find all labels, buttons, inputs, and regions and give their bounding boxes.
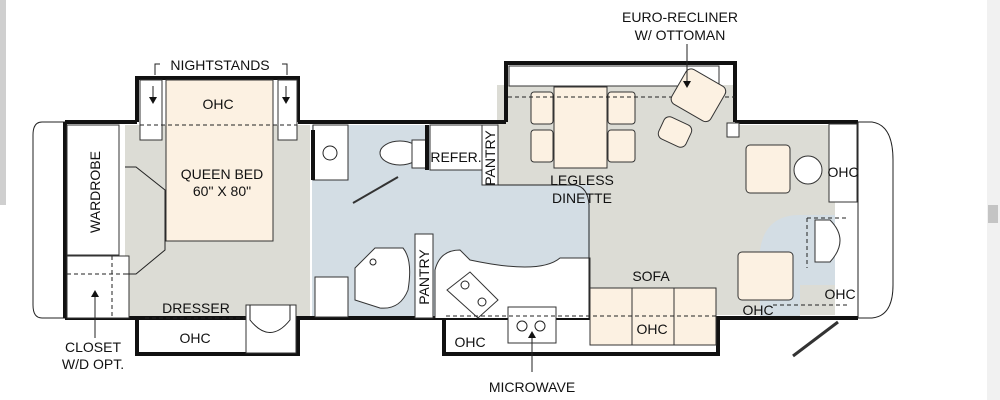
nightstand-right	[277, 79, 298, 141]
label-euro-recliner: EURO-RECLINER	[622, 9, 738, 25]
label-euro-recliner-ottoman: W/ OTTOMAN	[635, 27, 726, 43]
dinette-seat	[607, 129, 636, 163]
dash-console	[814, 219, 841, 263]
label-bed-size: 60" X 80"	[193, 183, 251, 199]
right-scrollbar[interactable]	[987, 0, 1000, 400]
label-closet: CLOSET	[65, 339, 121, 355]
pantry-top	[481, 124, 499, 186]
steering-wheel	[793, 155, 823, 185]
front-cap	[858, 121, 894, 319]
lavatory-top	[312, 124, 349, 181]
dinette-seat	[530, 129, 554, 163]
label-ohc-sofa: OHC	[636, 321, 667, 337]
label-ohc-cab-bottom: OHC	[824, 286, 855, 302]
label-ohc-bed: OHC	[202, 96, 233, 112]
shower-door	[352, 176, 399, 204]
dinette-table	[553, 86, 608, 169]
bedroom-slide	[135, 76, 300, 122]
ottoman	[657, 116, 693, 148]
label-pantry-top: PANTRY	[482, 130, 498, 186]
pantry-bottom	[414, 233, 434, 319]
closet	[66, 255, 130, 319]
label-pantry-bottom: PANTRY	[416, 249, 432, 305]
label-legless: LEGLESS	[550, 172, 614, 188]
left-scrollbar[interactable]	[0, 0, 6, 205]
dinette-seat	[607, 91, 636, 125]
kitchen-sink	[446, 271, 499, 319]
label-ohc-front-bottom: OHC	[742, 302, 773, 318]
label-queen-bed: QUEEN BED	[181, 166, 263, 182]
label-microwave: MICROWAVE	[489, 379, 575, 395]
tub	[354, 247, 411, 309]
wardrobe	[66, 124, 120, 256]
driver-seat	[745, 144, 791, 194]
queen-bed	[165, 79, 274, 242]
label-sofa: SOFA	[632, 268, 670, 284]
entry-door	[792, 320, 839, 358]
label-ohc-dresser: OHC	[179, 330, 210, 346]
label-ohc-cab-top: OHC	[827, 164, 858, 180]
label-ohc-kitchen: OHC	[454, 334, 485, 350]
scrollbar-thumb[interactable]	[988, 205, 998, 223]
rear-cap	[32, 121, 65, 319]
label-nightstands: NIGHTSTANDS	[170, 57, 269, 73]
label-dresser: DRESSER	[162, 300, 230, 316]
passenger-seat	[737, 251, 794, 301]
nightstand-left	[139, 79, 163, 141]
label-refer: REFER.	[430, 149, 481, 165]
label-wardrobe: WARDROBE	[87, 151, 103, 233]
dinette-slide	[504, 61, 737, 122]
dinette-seat	[530, 91, 554, 125]
lavatory-bottom	[314, 276, 349, 318]
dresser-cabinet	[245, 304, 297, 354]
label-closet-wd: W/D OPT.	[62, 356, 124, 372]
label-dinette: DINETTE	[552, 190, 612, 206]
